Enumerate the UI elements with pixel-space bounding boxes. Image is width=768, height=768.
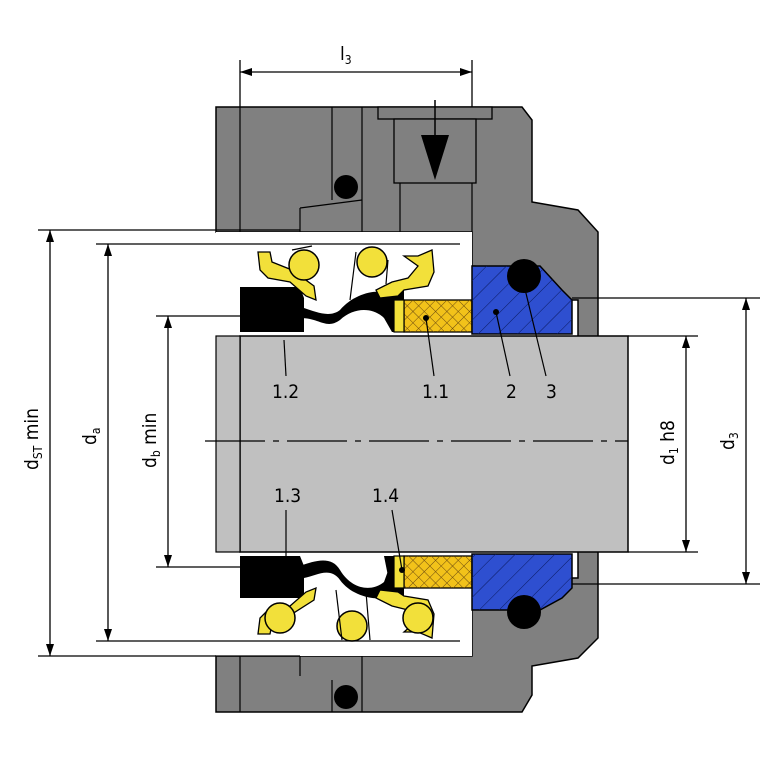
- label-d3: d3: [717, 432, 741, 450]
- shaft-step: [215, 335, 241, 553]
- label-part-1-4: 1.4: [372, 485, 399, 507]
- seat-o-ring-upper: [507, 259, 541, 293]
- label-part-1-3: 1.3: [274, 485, 301, 507]
- label-l3: l3: [340, 43, 352, 67]
- label-d1-h8: d1 h8: [657, 420, 681, 465]
- dim-d3: [572, 297, 760, 585]
- spring-coils-lower: [264, 602, 434, 642]
- label-part-2: 2: [506, 381, 517, 403]
- spring-retainers-upper: [257, 249, 435, 302]
- dim-d1-h8: [628, 335, 698, 553]
- seal-face-holder-upper: [393, 299, 405, 333]
- dim-da: [96, 243, 460, 642]
- spring-coils-upper: [288, 246, 388, 281]
- spring-wires-lower: [335, 589, 371, 641]
- label-da: da: [79, 428, 103, 445]
- dim-l3: [239, 60, 473, 107]
- label-dst-min: dST min: [21, 408, 45, 470]
- dim-db-min: [156, 315, 240, 568]
- housing-inner-lines: [239, 107, 473, 712]
- spring-wires-upper: [291, 245, 389, 301]
- seat-o-ring-lower: [507, 595, 541, 629]
- flow-arrow-icon: [421, 135, 449, 180]
- housing-o-ring-bottom: [334, 685, 358, 709]
- housing-o-ring-top: [334, 175, 358, 199]
- shaft: [239, 335, 629, 553]
- label-part-3: 3: [546, 381, 557, 403]
- label-part-1-1: 1.1: [422, 381, 449, 403]
- label-part-1-2: 1.2: [272, 381, 299, 403]
- label-db-min: db min: [139, 413, 163, 468]
- dim-dst-min: [38, 229, 300, 657]
- flush-port: [377, 100, 493, 184]
- leader-lines: [283, 284, 547, 571]
